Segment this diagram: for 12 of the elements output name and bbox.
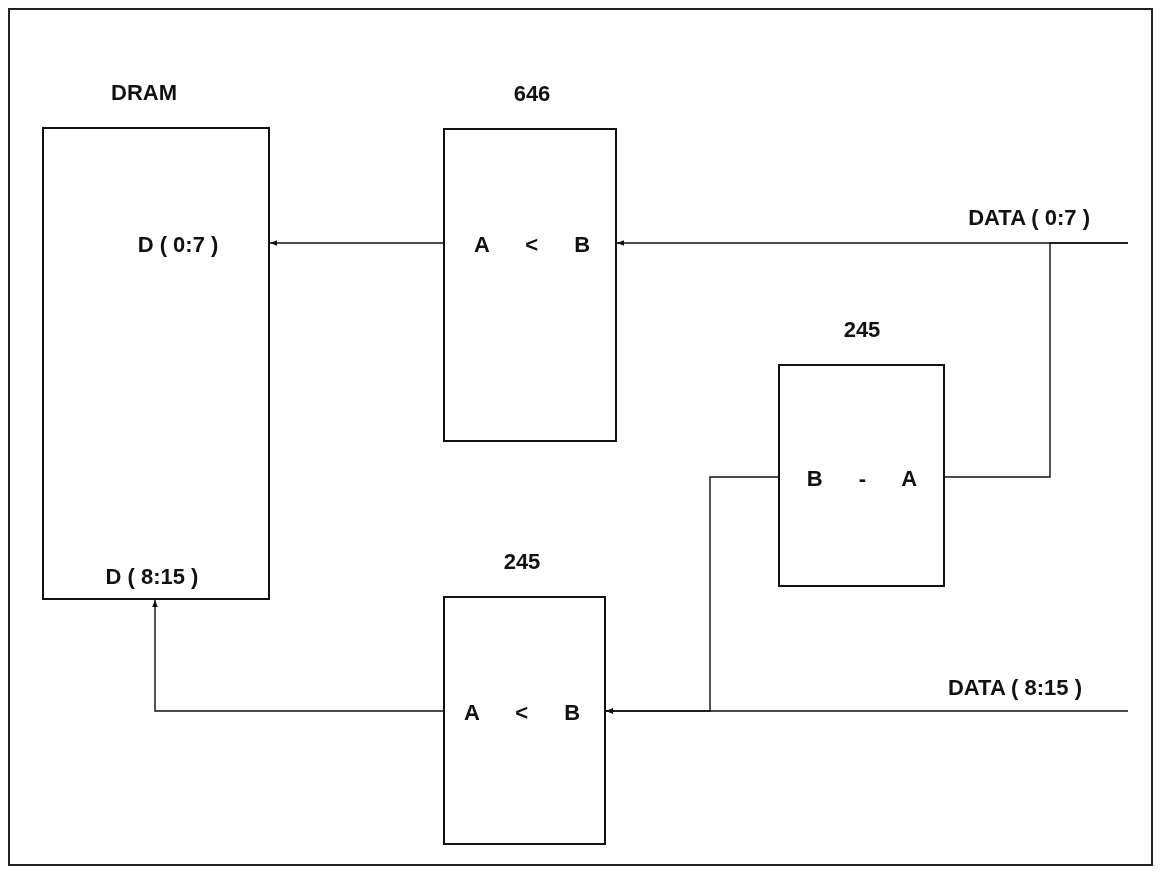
chip-name: 245 [843, 317, 881, 343]
connector-arrow [152, 599, 444, 712]
chip-name: 245 [503, 549, 541, 575]
port-label: D ( 8:15 ) [105, 564, 199, 590]
connector-arrow [269, 240, 444, 246]
port-label: B - A [806, 466, 918, 492]
port-label: D ( 0:7 ) [137, 232, 219, 258]
port-label: A < B [464, 700, 580, 726]
chip-name: DRAM [111, 80, 177, 106]
connector-arrow [605, 708, 1129, 714]
port-label: A < B [474, 232, 590, 258]
chip-name: 646 [513, 81, 551, 107]
